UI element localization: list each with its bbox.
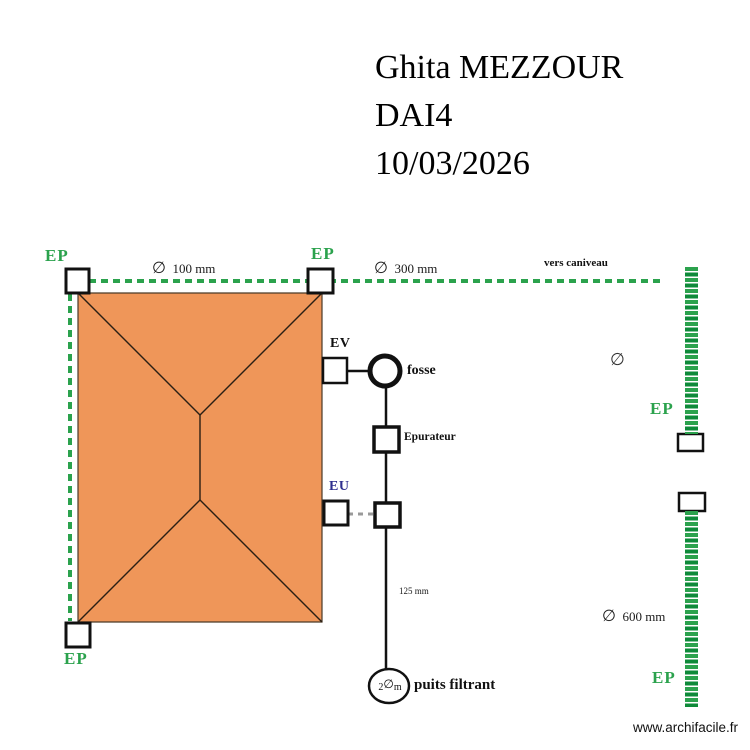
roof-hip-line [77,292,201,416]
diameter-icon: ∅ [610,350,625,369]
plan-date: 10/03/2026 [375,145,530,182]
diameter-icon: ∅ [383,677,394,691]
roof-hip-line [77,499,201,623]
puits-filtrant-circle[interactable] [367,667,411,705]
junction-box-ev[interactable] [321,356,349,385]
ep-label-topleft: EP [45,246,69,265]
well-size-label: 2∅m [378,677,402,693]
junction-box-ep-bottomleft[interactable] [64,621,92,649]
junction-box-main[interactable] [373,501,402,529]
eu-label: EU [329,479,350,494]
measurement-100mm: ∅ 100 mm [152,260,216,277]
junction-box-bar1[interactable] [676,432,705,453]
diameter-icon: ∅ [374,260,388,277]
project-name: DAI4 [375,97,453,134]
junction-box-ep-topright[interactable] [306,267,335,295]
measurement-125mm: 125 mm [399,586,429,596]
junction-box-eu[interactable] [322,499,350,527]
ep-label-right1: EP [650,399,674,418]
fosse-circle[interactable] [367,353,403,389]
roof-hip-line [199,499,323,623]
measurement-600mm: ∅ 600 mm [602,608,666,625]
epurateur-box[interactable] [372,425,401,454]
ep-label-bottomleft: EP [64,649,88,668]
puits-filtrant-label: puits filtrant [414,677,496,693]
epurateur-label: Epurateur [404,431,456,443]
junction-box-ep-topleft[interactable] [64,267,91,295]
fosse-label: fosse [407,363,436,378]
watermark-link: www.archifacile.fr [633,720,739,735]
ep-label-topright: EP [311,244,335,263]
title-block: Ghita MEZZOUR DAI4 10/03/2026 [375,44,623,188]
junction-box-bar2[interactable] [677,491,707,513]
vers-caniveau-label: vers caniveau [544,257,608,269]
measurement-300mm: ∅ 300 mm [374,260,438,277]
gutter-bar-top[interactable] [685,267,698,434]
owner-name: Ghita MEZZOUR [375,49,624,86]
ep-label-right2: EP [652,668,676,687]
gutter-bar-bottom[interactable] [685,511,698,707]
diameter-icon: ∅ [152,260,166,277]
diameter-icon: ∅ [602,608,616,625]
roof-hip-line [199,292,323,416]
ev-label: EV [330,336,351,351]
